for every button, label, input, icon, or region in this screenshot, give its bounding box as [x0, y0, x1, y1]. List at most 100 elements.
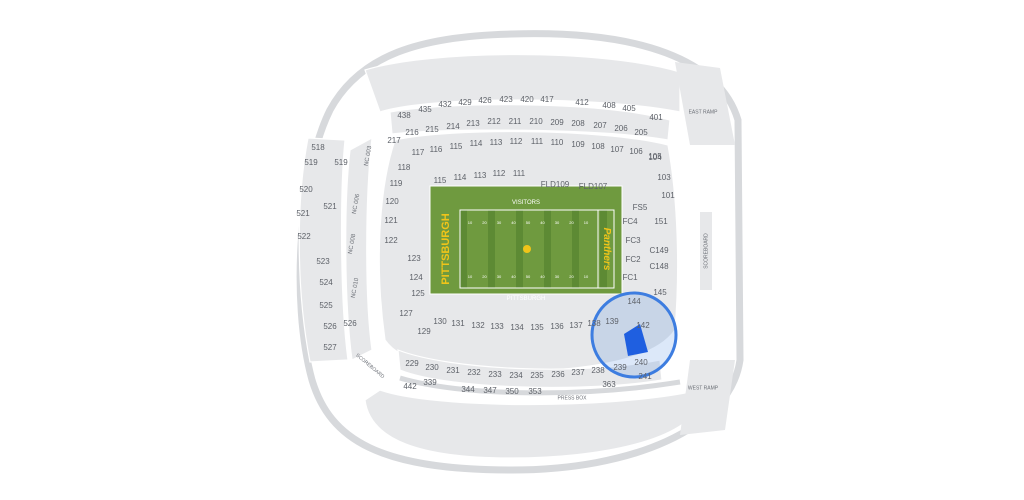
- section-label[interactable]: 210: [529, 117, 543, 126]
- section-label[interactable]: 115: [450, 142, 463, 151]
- section-label[interactable]: 109: [571, 140, 585, 149]
- section-label[interactable]: 230: [425, 363, 439, 372]
- section-label[interactable]: 232: [467, 368, 481, 377]
- mid-deck-bottom[interactable]: [397, 349, 663, 389]
- section-label[interactable]: 524: [319, 278, 333, 287]
- section-label[interactable]: 142: [636, 321, 650, 330]
- section-label[interactable]: 205: [634, 128, 648, 137]
- section-label[interactable]: NC 003: [364, 145, 374, 167]
- section-label[interactable]: 144: [627, 297, 641, 306]
- section-label[interactable]: 525: [319, 301, 333, 310]
- section-label[interactable]: 114: [470, 139, 483, 148]
- section-label[interactable]: 347: [483, 386, 497, 395]
- section-label[interactable]: 240: [634, 358, 648, 367]
- section-label[interactable]: 111: [513, 169, 526, 178]
- section-label[interactable]: 523: [316, 257, 330, 266]
- section-label[interactable]: 122: [384, 236, 398, 245]
- section-label[interactable]: 518: [311, 143, 325, 152]
- section-label[interactable]: 206: [614, 124, 628, 133]
- section-label[interactable]: 231: [446, 366, 460, 375]
- left-upper-deck[interactable]: [298, 137, 349, 363]
- mid-deck-top[interactable]: [389, 104, 671, 141]
- section-label[interactable]: 138: [587, 319, 601, 328]
- section-label[interactable]: FC4: [622, 217, 638, 226]
- section-label[interactable]: 208: [571, 119, 585, 128]
- section-label[interactable]: 131: [451, 319, 465, 328]
- section-label[interactable]: 118: [398, 163, 411, 172]
- section-label[interactable]: 103: [657, 173, 671, 182]
- section-label[interactable]: 519: [334, 158, 348, 167]
- section-label[interactable]: 519: [304, 158, 318, 167]
- section-label[interactable]: 110: [551, 138, 564, 147]
- section-label[interactable]: FC3: [625, 236, 641, 245]
- section-label[interactable]: 235: [530, 371, 544, 380]
- section-label[interactable]: 120: [385, 197, 399, 206]
- section-label[interactable]: 213: [466, 119, 480, 128]
- section-label[interactable]: 113: [474, 171, 487, 180]
- section-label[interactable]: 238: [591, 366, 605, 375]
- section-label[interactable]: 363: [602, 380, 616, 389]
- section-label[interactable]: 139: [605, 317, 619, 326]
- section-label[interactable]: 207: [593, 121, 607, 130]
- section-label[interactable]: 432: [438, 100, 452, 109]
- section-label[interactable]: FS5: [633, 203, 648, 212]
- section-label[interactable]: 127: [399, 309, 413, 318]
- section-label[interactable]: 526: [323, 322, 337, 331]
- section-label[interactable]: 115: [434, 176, 447, 185]
- section-label[interactable]: 241: [638, 372, 652, 381]
- upper-deck-top[interactable]: [364, 53, 681, 113]
- section-label[interactable]: 233: [488, 370, 502, 379]
- section-label[interactable]: 116: [430, 145, 443, 154]
- section-label[interactable]: FC2: [625, 255, 641, 264]
- section-label[interactable]: 401: [649, 113, 663, 122]
- section-label[interactable]: C149: [649, 246, 669, 255]
- section-label[interactable]: 217: [387, 136, 401, 145]
- section-label[interactable]: 520: [299, 185, 313, 194]
- section-label[interactable]: FC1: [622, 273, 638, 282]
- section-label[interactable]: 344: [461, 385, 475, 394]
- section-label[interactable]: 107: [610, 145, 624, 154]
- section-label[interactable]: 111: [531, 137, 544, 146]
- section-label[interactable]: 417: [540, 95, 554, 104]
- section-label[interactable]: 442: [403, 382, 417, 391]
- section-label[interactable]: 237: [571, 368, 585, 377]
- section-label[interactable]: 135: [530, 323, 544, 332]
- section-label[interactable]: 117: [412, 148, 425, 157]
- section-label[interactable]: 132: [471, 321, 485, 330]
- section-label[interactable]: 429: [458, 98, 472, 107]
- section-label[interactable]: 236: [551, 370, 565, 379]
- section-label[interactable]: 229: [405, 359, 419, 368]
- section-label[interactable]: 522: [297, 232, 311, 241]
- section-label[interactable]: 353: [528, 387, 542, 396]
- section-label[interactable]: 129: [417, 327, 431, 336]
- section-label[interactable]: 125: [411, 289, 425, 298]
- section-label[interactable]: 526: [343, 319, 357, 328]
- section-label[interactable]: 239: [613, 363, 627, 372]
- section-label[interactable]: C148: [649, 262, 669, 271]
- section-label[interactable]: NC 010: [351, 277, 361, 299]
- section-label[interactable]: 119: [390, 179, 403, 188]
- section-label[interactable]: 234: [509, 371, 523, 380]
- section-label[interactable]: NC 006: [352, 193, 362, 215]
- section-label[interactable]: 112: [510, 137, 523, 146]
- section-label[interactable]: 527: [323, 343, 337, 352]
- section-label[interactable]: 412: [575, 98, 589, 107]
- section-label[interactable]: 215: [425, 125, 439, 134]
- section-label[interactable]: 101: [661, 191, 675, 200]
- section-label[interactable]: 212: [487, 117, 501, 126]
- section-label[interactable]: 121: [384, 216, 398, 225]
- section-label[interactable]: 134: [510, 323, 524, 332]
- section-label[interactable]: 426: [478, 96, 492, 105]
- section-label[interactable]: 145: [653, 288, 667, 297]
- section-label[interactable]: 405: [622, 104, 636, 113]
- section-label[interactable]: 114: [454, 173, 467, 182]
- section-label[interactable]: 209: [550, 118, 564, 127]
- section-label[interactable]: 423: [499, 95, 513, 104]
- section-label[interactable]: 521: [323, 202, 337, 211]
- section-label[interactable]: 151: [654, 217, 668, 226]
- section-label[interactable]: 113: [490, 138, 503, 147]
- section-label[interactable]: 438: [397, 111, 411, 120]
- section-label[interactable]: 136: [550, 322, 564, 331]
- section-label[interactable]: 104: [648, 153, 662, 162]
- section-label[interactable]: 211: [509, 117, 522, 126]
